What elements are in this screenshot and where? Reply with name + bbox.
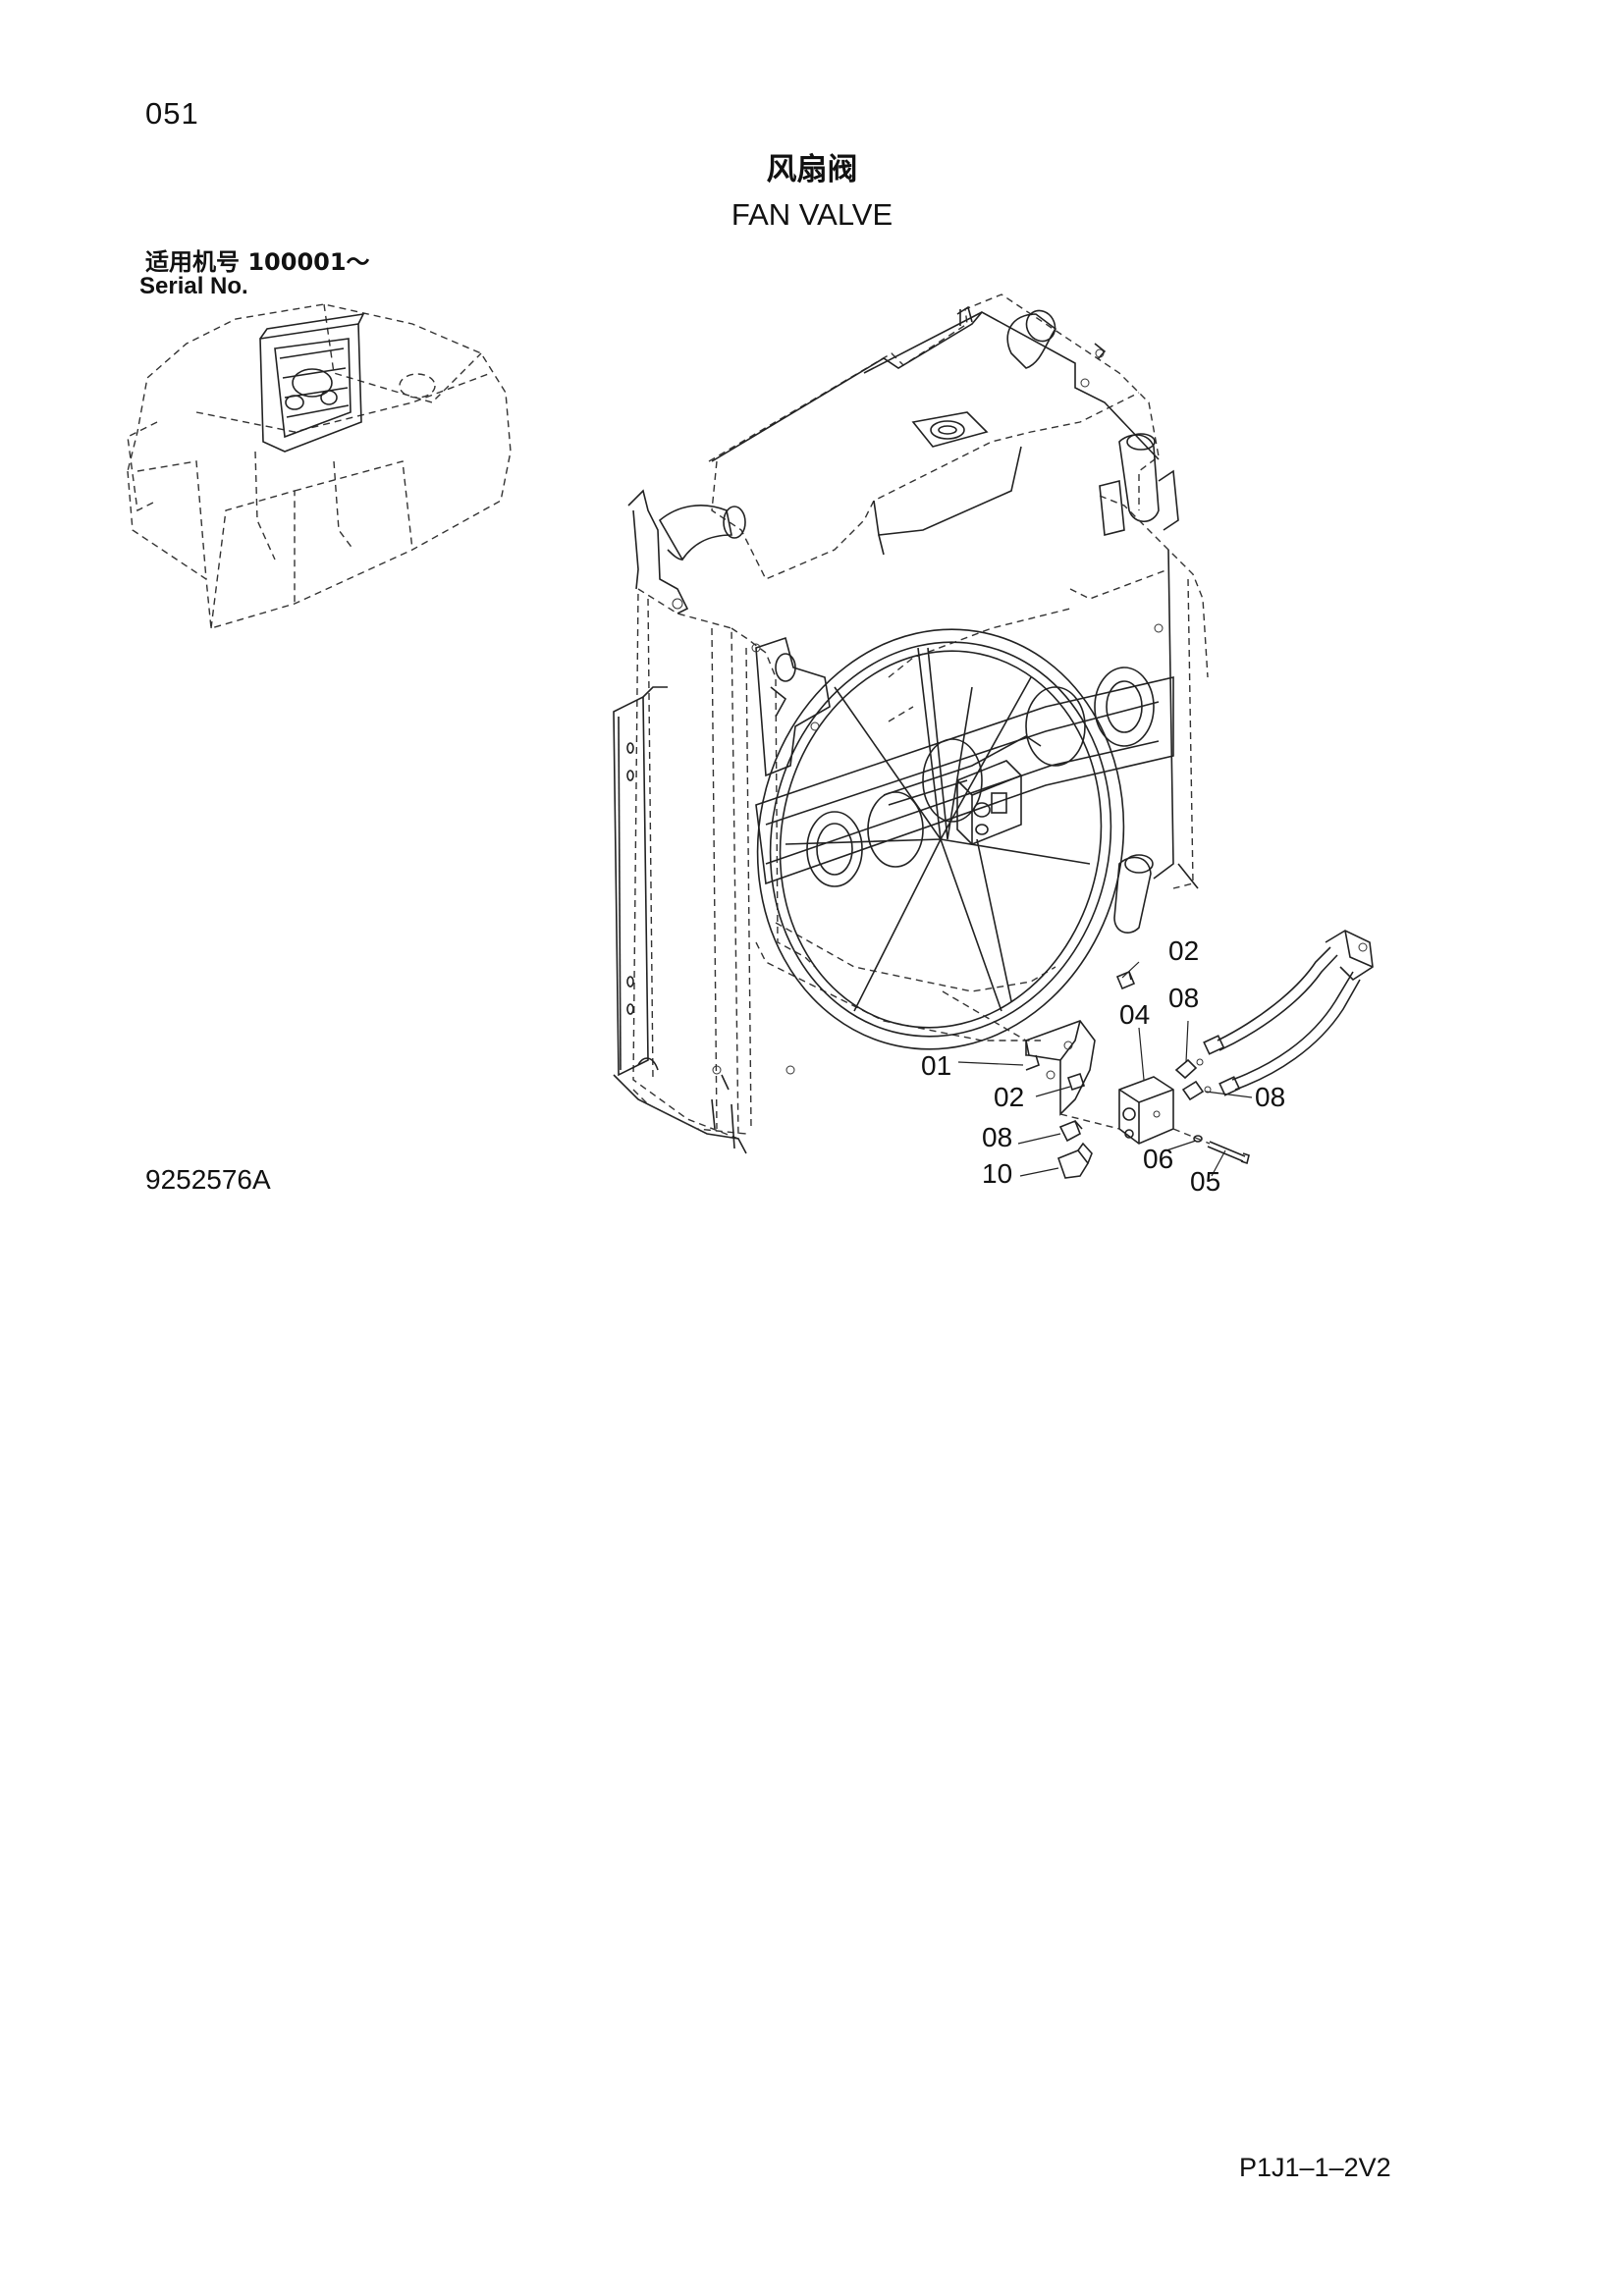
page-number: 051: [145, 96, 199, 131]
callout-02-bottom: 02: [994, 1082, 1024, 1112]
part-06-washer: [1193, 1135, 1203, 1143]
fan-valve-parts: [942, 930, 1374, 1179]
callout-04: 04: [1119, 999, 1150, 1030]
lower-hose-elbow-right: [1113, 854, 1154, 934]
hydraulic-hoses: [1203, 930, 1374, 1096]
callout-08-left: 08: [982, 1122, 1012, 1152]
part-08-fitting-top: [1174, 1058, 1204, 1080]
machine-locator-thumbnail: [127, 303, 512, 629]
part-02-bolt-bottom: [1066, 1072, 1086, 1092]
serial-applicable-label: 适用机号 100001～: [145, 248, 370, 276]
right-side-pipe: [1099, 433, 1179, 537]
title-english: FAN VALVE: [731, 197, 893, 232]
part-08-fitting-right: [1181, 1080, 1212, 1101]
upper-hose-elbow-right: [1006, 309, 1057, 369]
cooler-assembly: [613, 294, 1209, 1154]
part-10-elbow-fitting: [1056, 1142, 1093, 1179]
part-02-bolt-top: [1115, 970, 1136, 990]
part-05-bolt: [1207, 1141, 1250, 1165]
callout-01: 01: [921, 1050, 951, 1081]
serial-number-label: Serial No.: [139, 273, 248, 299]
callout-10: 10: [982, 1158, 1012, 1189]
filler-cap-recess: [911, 411, 989, 448]
upper-hose-elbow-left: [658, 505, 746, 561]
page-code: P1J1–1–2V2: [1239, 2153, 1391, 2182]
cooling-fan: [756, 628, 1125, 1050]
callout-08-right: 08: [1255, 1082, 1285, 1112]
fan-motor: [883, 735, 1042, 845]
part-01-bracket: [1025, 1020, 1096, 1116]
callout-08-top: 08: [1168, 983, 1199, 1013]
side-bracket-left: [755, 636, 831, 777]
callout-06: 06: [1143, 1144, 1173, 1174]
callout-02-top: 02: [1168, 935, 1199, 966]
drawing-number: 9252576A: [145, 1164, 271, 1195]
callout-05: 05: [1190, 1166, 1220, 1197]
part-08-fitting-left: [1058, 1119, 1083, 1143]
title-chinese: 风扇阀: [766, 152, 858, 187]
fan-mount-bar: [755, 667, 1174, 887]
highlighted-cooler-location: [259, 312, 365, 453]
part-04-valve-block: [1118, 1076, 1174, 1145]
leader-lines: [957, 961, 1253, 1177]
